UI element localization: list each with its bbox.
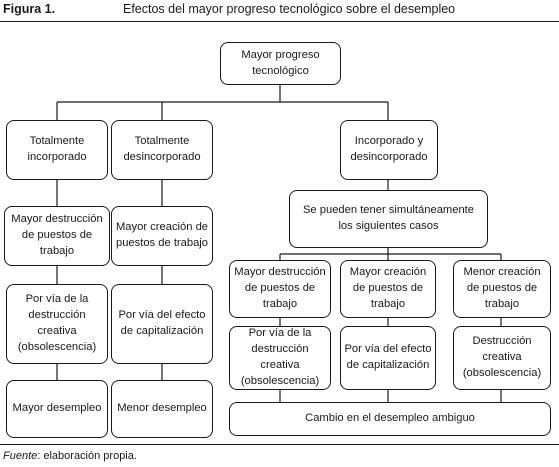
node-mid-via-capitalizacion: Por vía del efecto de capitalización: [111, 284, 213, 364]
node-r2-mayor-creacion: Mayor creación de puestos de trabajo: [340, 260, 436, 318]
node-mid-menor-desempleo: Menor desempleo: [111, 380, 213, 438]
top-rule: [0, 21, 559, 22]
node-simultaneamente: Se pueden tener simultáneamente los sigu…: [289, 190, 488, 248]
node-left-mayor-desempleo: Mayor desempleo: [6, 380, 108, 438]
node-left-mayor-destruccion: Mayor destrucción de puestos de trabajo: [4, 206, 110, 266]
figure-label: Figura 1.: [3, 2, 56, 16]
bottom-rule: [0, 444, 559, 445]
node-r3-destruccion-creativa: Destrucción creativa (obsolescencia): [453, 326, 551, 390]
node-mid-mayor-creacion: Mayor creación de puestos de trabajo: [111, 206, 213, 266]
source-note: Fuente: elaboración propia.: [3, 450, 137, 462]
source-label: Fuente: [3, 450, 38, 462]
node-mayor-progreso-tecnologico: Mayor progreso tecnológico: [220, 42, 341, 85]
node-totalmente-incorporado: Totalmente incorporado: [6, 120, 108, 180]
node-totalmente-desincorporado: Totalmente desincorporado: [111, 120, 213, 180]
node-r2-via-capitalizacion: Por vía del efecto de capitalización: [340, 326, 436, 390]
node-r3-menor-creacion: Menor creación de puestos de trabajo: [453, 260, 551, 318]
node-incorporado-y-desincorporado: Incorporado y desincorporado: [340, 120, 438, 180]
figure-header: Figura 1. Efectos del mayor progreso tec…: [0, 0, 559, 24]
node-cambio-desempleo-ambiguo: Cambio en el desempleo ambiguo: [229, 402, 551, 436]
source-text: : elaboración propia.: [37, 450, 137, 462]
node-r1-mayor-destruccion: Mayor destrucción de puestos de trabajo: [229, 260, 331, 318]
node-left-via-destruccion-creativa: Por vía de la destrucción creativa (obso…: [6, 284, 108, 364]
node-r1-via-destruccion-creativa: Por vía de la destrucción creativa (obso…: [229, 326, 331, 390]
figure-title: Efectos del mayor progreso tecnológico s…: [123, 2, 456, 16]
